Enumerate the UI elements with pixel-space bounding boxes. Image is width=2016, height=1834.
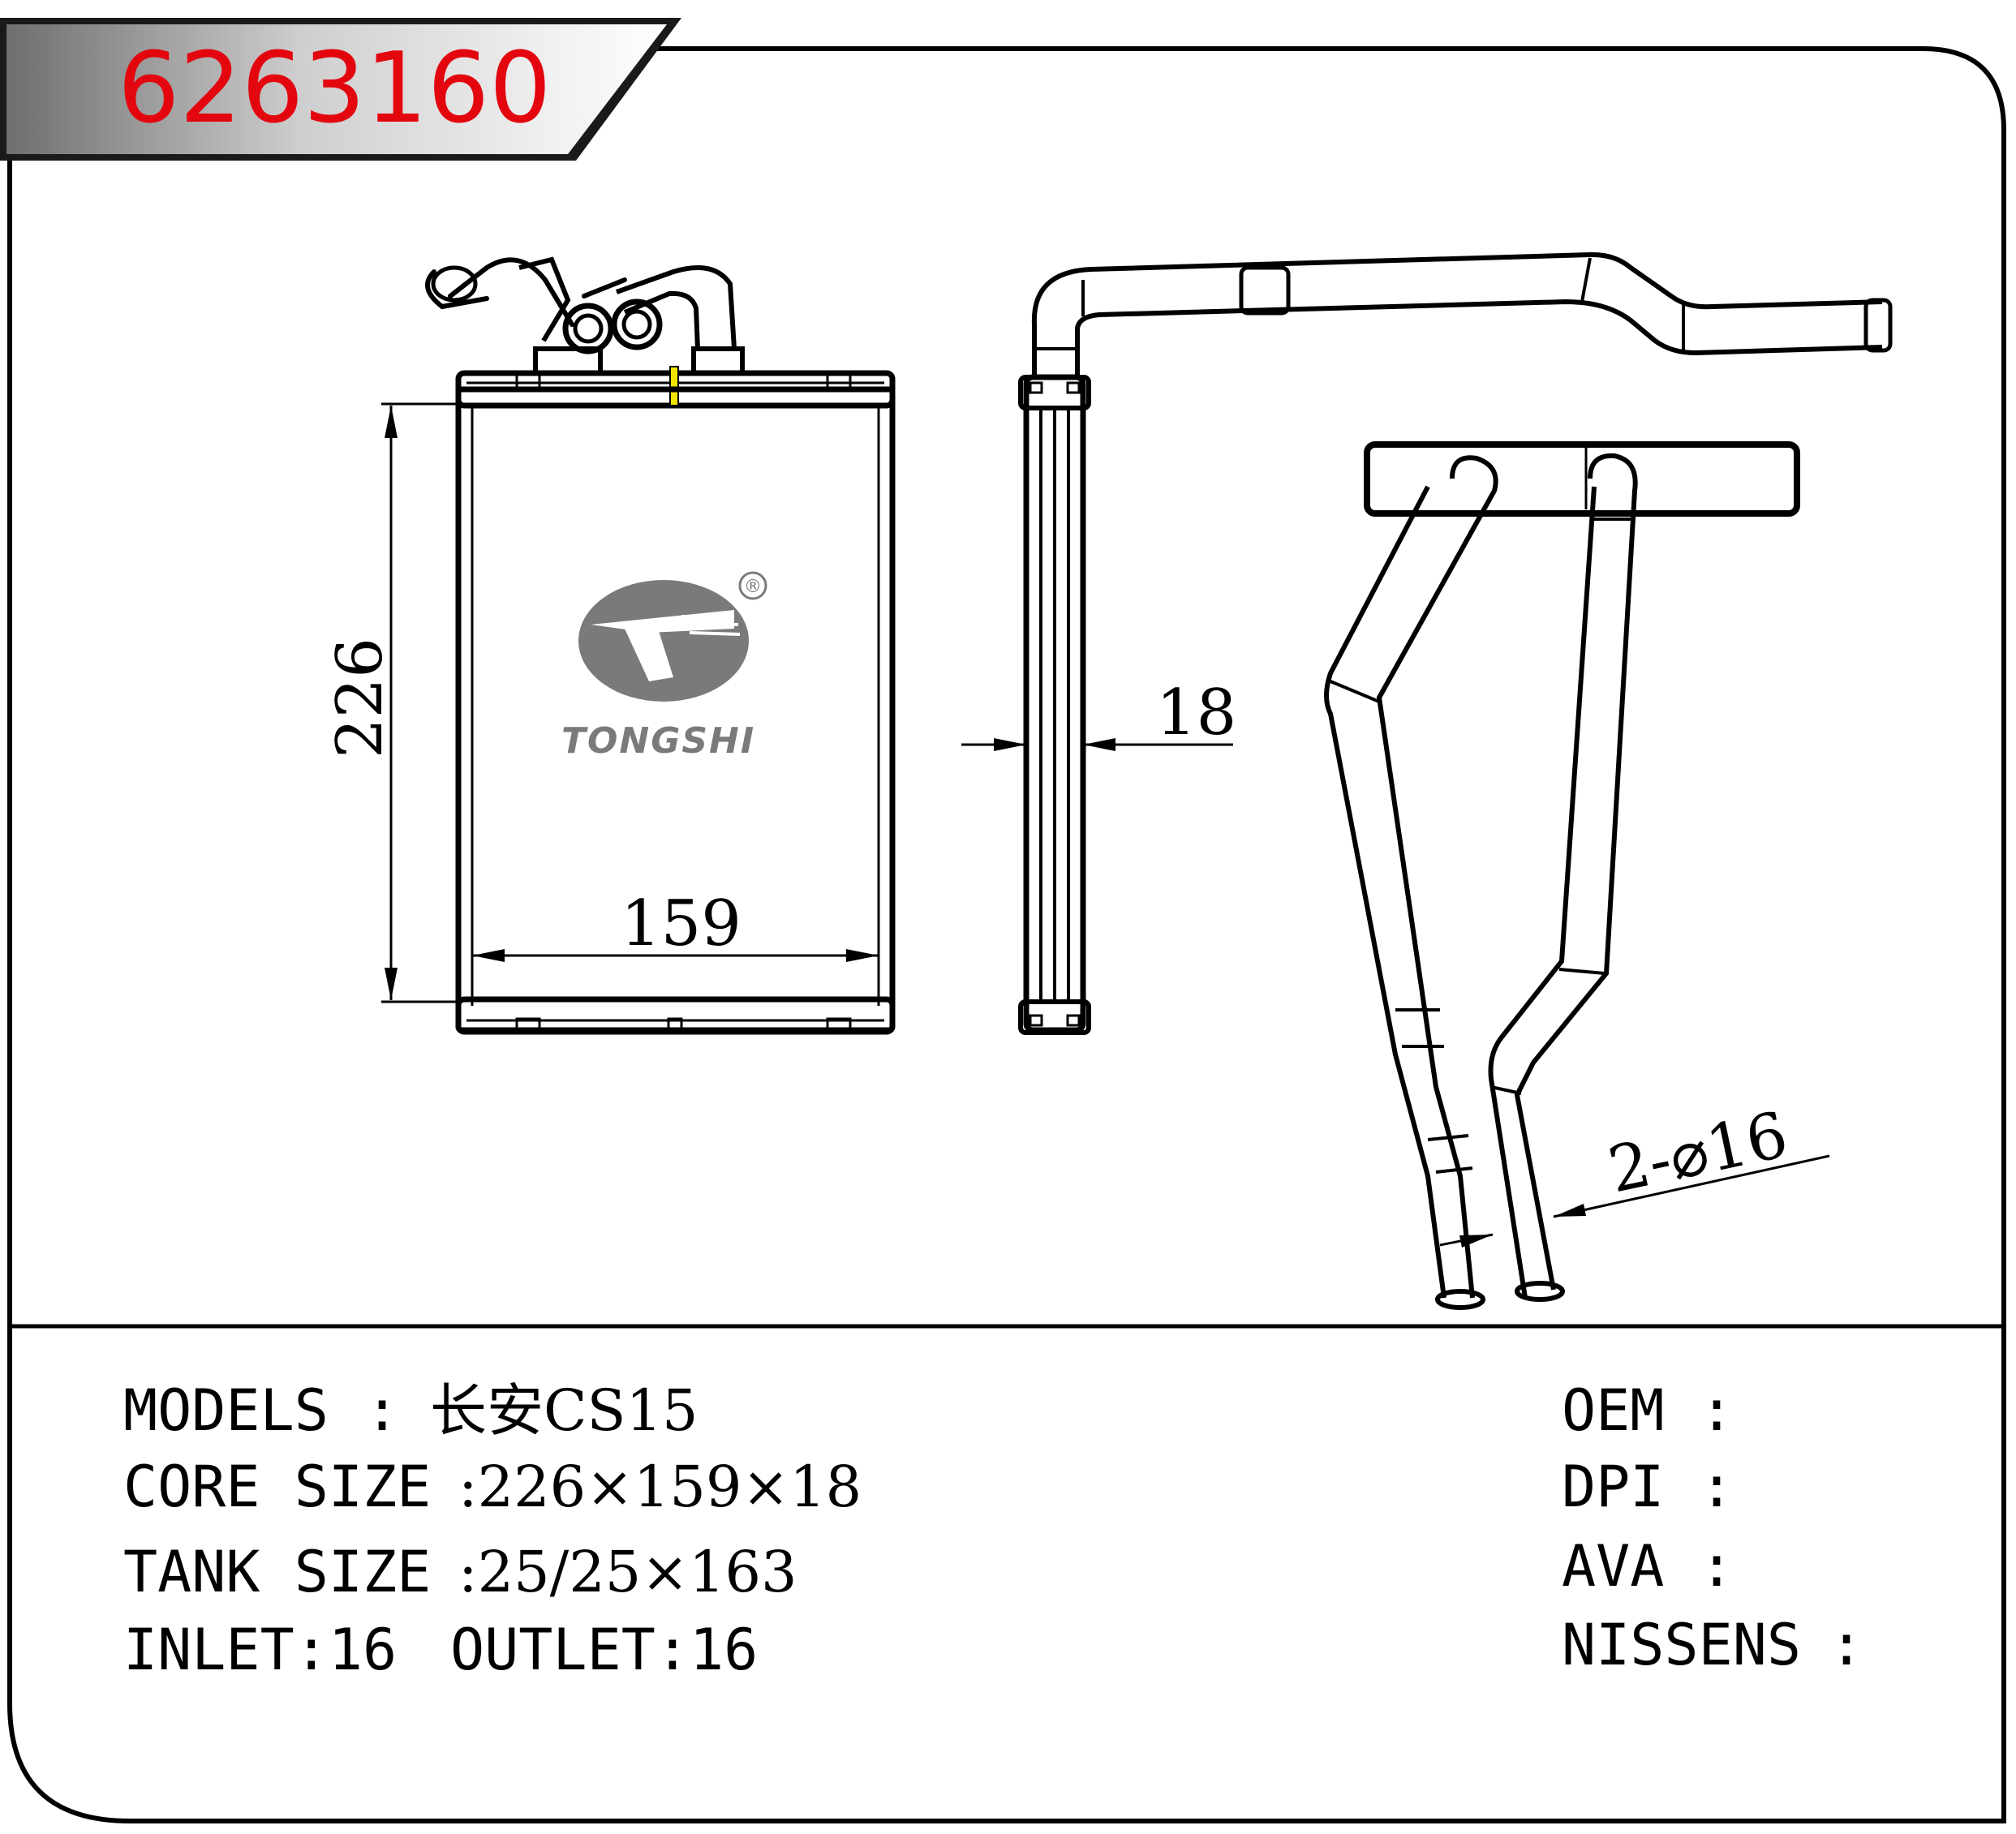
dpi-label: DPI bbox=[1562, 1454, 1664, 1520]
thickness-dimension: 18 bbox=[961, 676, 1236, 751]
height-label: 226 bbox=[324, 638, 397, 758]
part-number-banner: 6263160 bbox=[0, 18, 681, 161]
registered-mark-ring bbox=[738, 571, 767, 600]
inlet-label: INLET:16 bbox=[123, 1617, 397, 1683]
nissens-label: NISSENS bbox=[1562, 1612, 1801, 1678]
nissens-separator: : bbox=[1829, 1612, 1863, 1678]
logo-emblem bbox=[578, 580, 749, 702]
models-label: MODELS bbox=[123, 1377, 329, 1444]
outlet-label: OUTLET:16 bbox=[450, 1617, 758, 1683]
front-view: ® TONGSHI 226 159 bbox=[324, 256, 896, 1035]
sheet-border bbox=[7, 46, 2006, 1823]
thickness-label: 18 bbox=[1156, 676, 1236, 749]
spec-table: MODELS : 长安CS15 CORE SIZE :226×159×18 TA… bbox=[123, 1377, 862, 1683]
front-view-pipes bbox=[425, 256, 745, 373]
width-label: 159 bbox=[621, 887, 741, 960]
registered-mark: ® bbox=[744, 577, 762, 597]
side-view: 18 bbox=[961, 251, 1893, 1035]
tank-size-value: :25/25×163 bbox=[458, 1539, 797, 1605]
tank-mark bbox=[669, 366, 679, 406]
width-dimension: 159 bbox=[472, 887, 879, 962]
models-value: 长安CS15 bbox=[430, 1377, 699, 1444]
reference-table: OEM : DPI : AVA : NISSENS : bbox=[1562, 1377, 1863, 1678]
pipe-diameter-label: 2-⌀16 bbox=[1602, 1098, 1794, 1207]
core-size-value: :226×159×18 bbox=[458, 1454, 862, 1520]
tongshi-logo: ® TONGSHI bbox=[561, 571, 767, 762]
core-size-label: CORE SIZE bbox=[123, 1454, 431, 1520]
brand-name: TONGSHI bbox=[561, 720, 755, 762]
height-dimension: 226 bbox=[324, 402, 458, 1003]
oem-separator: : bbox=[1700, 1377, 1734, 1444]
tank-size-label: TANK SIZE bbox=[123, 1539, 431, 1605]
ava-separator: : bbox=[1700, 1533, 1734, 1600]
models-separator: : bbox=[365, 1377, 399, 1444]
oem-label: OEM bbox=[1562, 1377, 1664, 1444]
dpi-separator: : bbox=[1700, 1454, 1734, 1520]
ava-label: AVA bbox=[1562, 1533, 1664, 1600]
pipe-view: 2-⌀16 bbox=[1324, 441, 1830, 1310]
part-number: 6263160 bbox=[118, 32, 551, 145]
